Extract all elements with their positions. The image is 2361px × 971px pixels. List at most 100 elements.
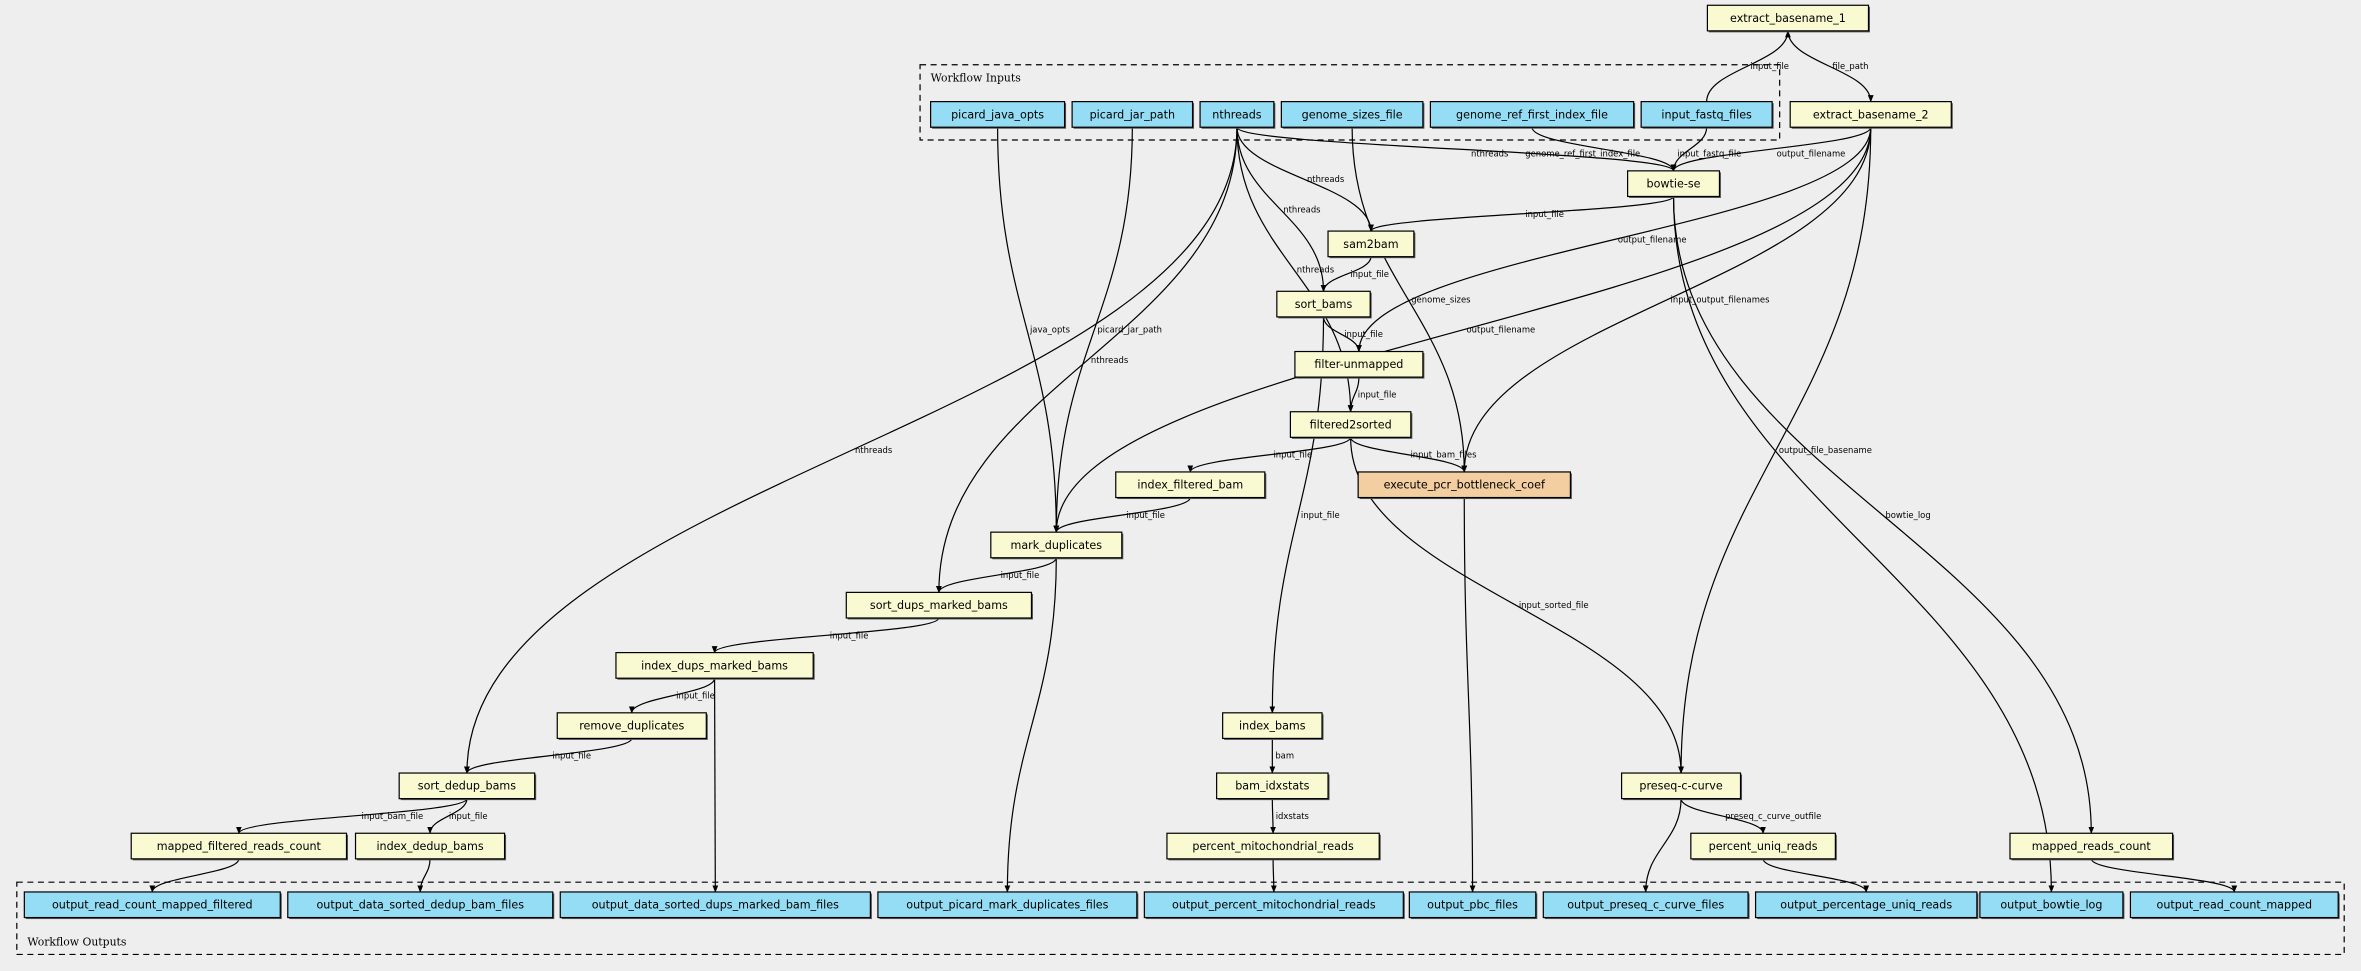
node-box <box>559 891 871 919</box>
node-index-dups-marked-bams[interactable]: index_dups_marked_bams <box>615 652 815 680</box>
edge-label: input_bam_file <box>362 811 424 821</box>
node-mapped-reads-count[interactable]: mapped_reads_count <box>2009 832 2175 861</box>
edge-label: input_file <box>449 811 488 821</box>
node-label: picard_java_opts <box>951 108 1044 121</box>
node-output-data-sorted-dups-marked-bam-files[interactable]: output_data_sorted_dups_marked_bam_files <box>559 891 872 920</box>
node-index-bams[interactable]: index_bams <box>1222 712 1324 740</box>
node-label: mark_duplicates <box>1011 539 1103 552</box>
node-output-percent-mitochondrial-reads[interactable]: output_percent_mitochondrial_reads <box>1143 891 1405 920</box>
edge-label: nthreads <box>1283 204 1320 214</box>
node-picard-jar-path[interactable]: picard_jar_path <box>1071 101 1195 129</box>
node-label: output_data_sorted_dedup_bam_files <box>316 899 524 912</box>
node-box <box>1620 772 1742 800</box>
node-box <box>845 591 1033 619</box>
node-label: nthreads <box>1212 108 1262 121</box>
node-bowtie-se[interactable]: bowtie-se <box>1627 170 1721 198</box>
node-genome-sizes-file[interactable]: genome_sizes_file <box>1280 101 1425 129</box>
node-filtered2sorted[interactable]: filtered2sorted <box>1289 411 1413 439</box>
node-box <box>929 101 1066 128</box>
edge-mark_duplicates-to-output_picard_mark_duplicates_files <box>1004 557 1057 893</box>
edge-label: input_file <box>1126 510 1165 520</box>
node-output-data-sorted-dedup-bam-files[interactable]: output_data_sorted_dedup_bam_files <box>287 891 555 920</box>
node-nthreads[interactable]: nthreads <box>1199 101 1276 129</box>
node-box <box>130 832 348 860</box>
node-box <box>1115 471 1266 499</box>
node-percent-uniq-reads[interactable]: percent_uniq_reads <box>1690 832 1837 861</box>
node-label: extract_basename_2 <box>1813 108 1929 121</box>
node-box <box>1143 891 1404 919</box>
edge-label: nthreads <box>1307 174 1344 184</box>
edge-label: input_file <box>1525 209 1564 219</box>
node-sort-bams[interactable]: sort_bams <box>1276 290 1372 319</box>
node-output-read-count-mapped[interactable]: output_read_count_mapped <box>2129 891 2340 920</box>
node-label: output_picard_mark_duplicates_files <box>906 899 1108 912</box>
node-box <box>1789 101 1952 128</box>
inputs-cluster-label: Workflow Inputs <box>931 71 1021 84</box>
node-box <box>23 891 281 919</box>
node-box <box>1071 101 1194 128</box>
node-picard-java-opts[interactable]: picard_java_opts <box>929 101 1067 129</box>
outputs-cluster-border <box>16 881 2345 956</box>
node-genome-ref-first-index-file[interactable]: genome_ref_first_index_file <box>1429 101 1636 129</box>
node-box <box>2129 891 2339 919</box>
edge-label: idxstats <box>1276 811 1309 821</box>
node-label: genome_sizes_file <box>1302 108 1403 121</box>
edge-filtered2sorted-to-index_filtered_bam <box>1187 437 1352 473</box>
edge-label: input_file <box>1301 510 1340 520</box>
outputs-cluster-label: Workflow Outputs <box>27 935 126 948</box>
node-box <box>1294 350 1424 378</box>
edge-label: input_file <box>676 691 715 701</box>
node-box <box>990 531 1123 559</box>
node-output-read-count-mapped-filtered[interactable]: output_read_count_mapped_filtered <box>23 891 282 920</box>
node-output-bowtie-log[interactable]: output_bowtie_log <box>1979 891 2125 920</box>
node-index-dedup-bams[interactable]: index_dedup_bams <box>354 832 507 861</box>
node-mapped-filtered-reads-count[interactable]: mapped_filtered_reads_count <box>130 832 348 861</box>
node-label: input_fastq_files <box>1661 108 1752 121</box>
node-label: preseq-c-curve <box>1639 780 1722 793</box>
edge-percent_uniq_reads-to-output_percentage_uniq_reads <box>1762 858 1870 893</box>
node-preseq-c-curve[interactable]: preseq-c-curve <box>1620 772 1743 801</box>
node-sam2bam[interactable]: sam2bam <box>1327 230 1416 259</box>
node-output-pbc-files[interactable]: output_pbc_files <box>1408 891 1538 920</box>
node-execute-pcr-bottleneck-coef[interactable]: execute_pcr_bottleneck_coef <box>1357 471 1572 500</box>
edge-nthreads-to-sort_dedup_bams <box>464 127 1238 774</box>
node-label: sort_bams <box>1295 298 1353 311</box>
edge-extract_basename_2-to-bowtie-se <box>1670 126 1872 172</box>
node-label: remove_duplicates <box>579 720 684 733</box>
edge-label: input_file <box>1273 450 1312 460</box>
node-box <box>1199 101 1275 128</box>
edge-label: nthreads <box>855 445 892 455</box>
edge-genome_sizes_file-to-execute_pcr_bottleneck_coef <box>1351 127 1468 473</box>
node-bam-idxstats[interactable]: bam_idxstats <box>1216 772 1330 801</box>
edge-extract_basename_2-to-mark_duplicates <box>1053 127 1872 533</box>
node-percent-mitochondrial-reads[interactable]: percent_mitochondrial_reads <box>1166 832 1381 861</box>
node-extract-basename-1[interactable]: extract_basename_1 <box>1706 4 1870 33</box>
node-remove-duplicates[interactable]: remove_duplicates <box>556 712 708 740</box>
edge-label: picard_jar_path <box>1097 325 1162 335</box>
edge-label: nthreads <box>1471 149 1508 159</box>
node-output-picard-mark-duplicates-files[interactable]: output_picard_mark_duplicates_files <box>877 891 1139 920</box>
edge-label: nthreads <box>1091 355 1128 365</box>
edge-extract_basename_2-to-execute_pcr_bottleneck_coef <box>1461 127 1872 473</box>
node-box <box>1327 230 1415 258</box>
node-filter-unmapped[interactable]: filter-unmapped <box>1294 350 1425 379</box>
node-output-percentage-uniq-reads[interactable]: output_percentage_uniq_reads <box>1754 891 1979 920</box>
node-output-preseq-c-curve-files[interactable]: output_preseq_c_curve_files <box>1542 891 1750 920</box>
node-box <box>1640 101 1773 128</box>
node-index-filtered-bam[interactable]: index_filtered_bam <box>1115 471 1267 500</box>
edge-nthreads-to-bowtie-se <box>1236 126 1677 172</box>
node-sort-dedup-bams[interactable]: sort_dedup_bams <box>398 772 537 801</box>
edge-bam_idxstats-to-percent_mitochondrial_reads <box>1270 798 1276 834</box>
edge-label: output_filename <box>1467 325 1536 335</box>
node-box <box>1408 891 1537 919</box>
node-input-fastq-files[interactable]: input_fastq_files <box>1640 101 1774 129</box>
edge-nthreads-to-sort_bams <box>1236 127 1327 293</box>
node-sort-dups-marked-bams[interactable]: sort_dups_marked_bams <box>845 591 1033 620</box>
node-box <box>615 652 814 679</box>
node-extract-basename-2[interactable]: extract_basename_2 <box>1789 101 1953 129</box>
node-label: output_pbc_files <box>1427 899 1518 912</box>
node-mark-duplicates[interactable]: mark_duplicates <box>990 531 1124 560</box>
node-label: percent_mitochondrial_reads <box>1192 840 1354 853</box>
edge-index_dedup_bams-to-output_data_sorted_dedup_bam_files <box>417 858 431 893</box>
